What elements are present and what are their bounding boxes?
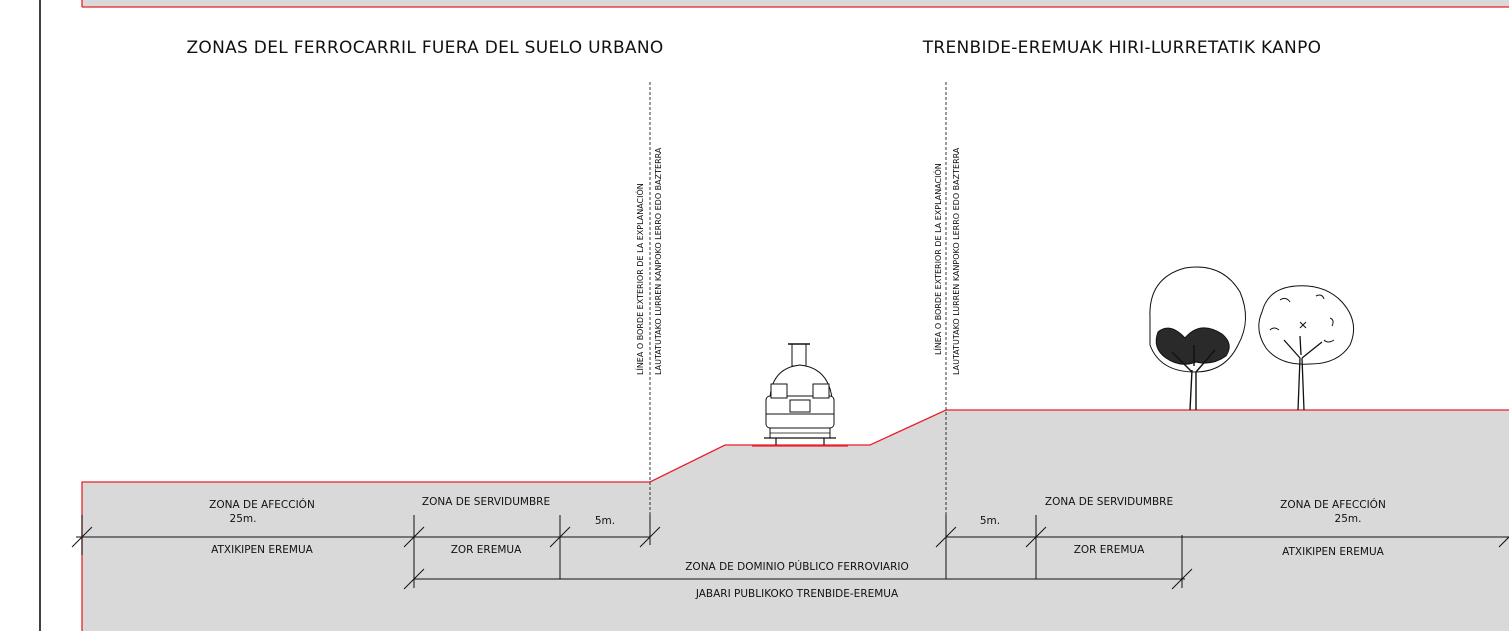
tree-2-texture [1269,294,1335,343]
boundary-label-right-line1: LÍNEA O BORDE EXTERIOR DE LA EXPLANACIÓN [932,163,943,355]
tree-icon [1258,285,1355,411]
tree-2-trunk [1283,335,1323,411]
boundary-label-right: LÍNEA O BORDE EXTERIOR DE LA EXPLANACIÓN… [932,147,961,375]
dominio-label: ZONA DE DOMINIO PÚBLICO FERROVIARIO [685,560,909,573]
left-servidumbre-width: 5m. [595,515,615,527]
tree-icon [1149,266,1246,411]
right-afeccion-label: ZONA DE AFECCIÓN [1280,498,1386,511]
boundary-label-left-line2: LAUTATUTAKO LURREN KANPOKO LERRO EDO BAZ… [654,147,663,375]
left-afeccion-label: ZONA DE AFECCIÓN [209,498,315,511]
train-icon [752,343,848,447]
right-servidumbre-label: ZONA DE SERVIDUMBRE [1045,496,1173,508]
title-left: ZONAS DEL FERROCARRIL FUERA DEL SUELO UR… [186,38,663,58]
dominio-label-eu: JABARI PUBLIKOKO TRENBIDE-EREMUA [695,588,899,600]
right-afeccion-label-eu: ATXIKIPEN EREMUA [1282,546,1385,558]
train-window-right [812,383,830,399]
boundary-label-left-line1: LÍNEA O BORDE EXTERIOR DE LA EXPLANACIÓN [634,183,645,375]
left-servidumbre-label-eu: ZOR EREMUA [451,544,522,556]
right-servidumbre-width: 5m. [980,515,1000,527]
train-front-panel [789,399,811,413]
right-afeccion-width: 25m. [1335,513,1362,525]
title-right: TRENBIDE-EREMUAK HIRI-LURRETATIK KANPO [922,38,1322,58]
boundary-label-right-line2: LAUTATUTAKO LURREN KANPOKO LERRO EDO BAZ… [952,147,961,375]
dimension-ticks [71,526,1509,590]
boundary-label-left: LÍNEA O BORDE EXTERIOR DE LA EXPLANACIÓN… [634,147,663,375]
left-afeccion-label-eu: ATXIKIPEN EREMUA [211,544,314,556]
tree-1-foliage [1155,327,1230,365]
right-servidumbre-label-eu: ZOR EREMUA [1074,544,1145,556]
left-servidumbre-label: ZONA DE SERVIDUMBRE [422,496,550,508]
tree-1-trunk [1171,345,1216,411]
train-window-left [770,383,788,399]
tree-2-crown [1258,285,1355,365]
left-afeccion-width: 25m. [230,513,257,525]
terrain-fill [82,410,1509,631]
train-pantograph [791,343,807,367]
top-frame-strip [82,0,1509,7]
